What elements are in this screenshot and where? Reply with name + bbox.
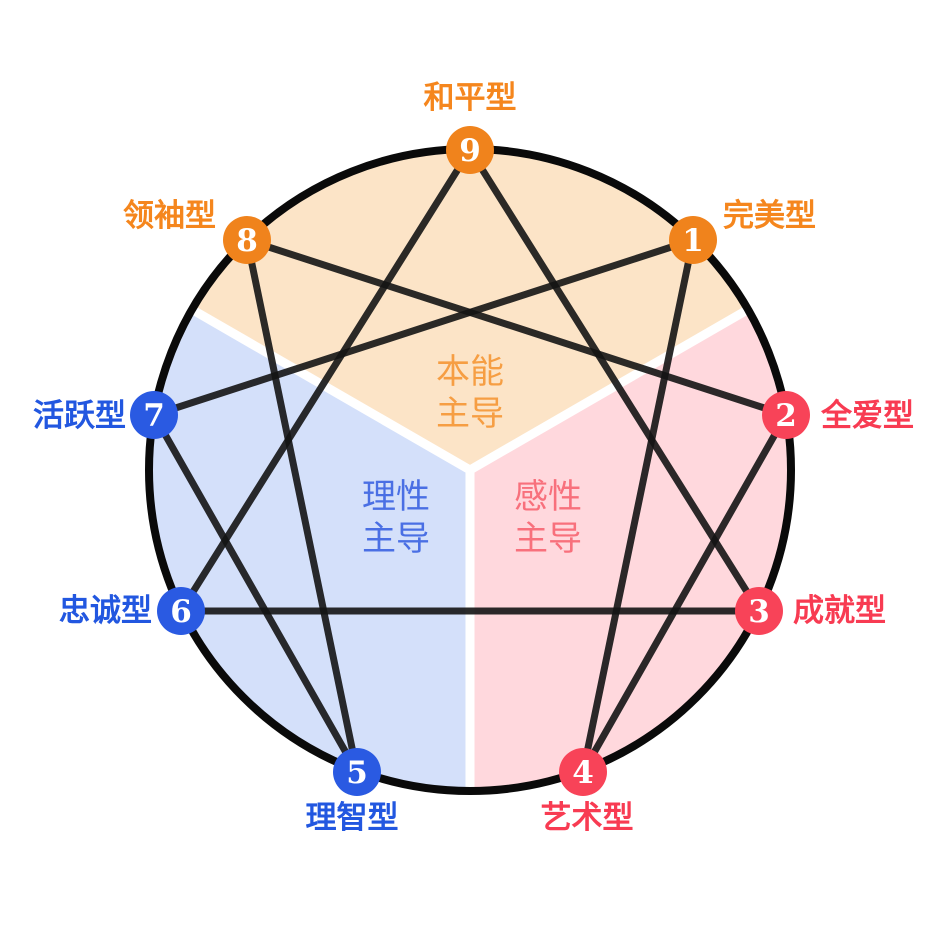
line-2-8 [243,236,790,419]
divider-left [192,307,473,474]
sector-instinct-line2: 主导 [436,395,504,433]
node-6-label: 忠诚型 [59,593,152,628]
sector-label-instinct: 本能 主导 [436,353,504,433]
node-6-number: 6 [170,594,192,630]
node-4-circle [559,748,607,796]
node-6-circle [157,587,205,635]
line-7-1 [150,236,697,419]
sector-thinking-line1: 理性 [362,478,430,516]
node-4-number: 4 [572,755,594,791]
node-8-circle [223,216,271,264]
node-9-number: 9 [459,133,481,169]
node-2-number: 2 [775,398,797,434]
sector-labels: 本能 主导 理性 主导 感性 主导 [362,353,582,558]
node-labels: 和平型 完美型 领袖型 全爱型 成就型 艺术型 理智型 忠诚型 活跃型 [33,80,914,835]
line-1-4 [579,236,697,776]
node-1-number: 1 [682,223,704,259]
node-4-label: 艺术型 [541,800,634,835]
red-labels: 全爱型 成就型 艺术型 [541,398,915,835]
node-5-circle [333,748,381,796]
node-8-label: 领袖型 [123,198,216,233]
orange-labels: 和平型 完美型 领袖型 [123,80,816,233]
node-3-label: 成就型 [793,593,886,628]
sector-instinct-line1: 本能 [436,353,504,391]
orange-nodes [223,126,717,264]
node-5-number: 5 [346,755,368,791]
node-9-label: 和平型 [424,80,517,115]
line-8-5 [243,236,361,776]
node-3-number: 3 [748,594,770,630]
connection-lines [150,146,790,776]
node-8-number: 8 [236,223,258,259]
blue-nodes [130,391,381,796]
node-3-circle [735,587,783,635]
node-1-circle [669,216,717,264]
line-5-7 [150,411,361,776]
sector-thinking-line2: 主导 [362,520,430,558]
sector-dividers [192,307,748,788]
red-nodes [559,391,810,796]
node-9-circle [446,126,494,174]
sector-label-feeling: 感性 主导 [514,478,582,558]
sector-feeling-line1: 感性 [514,478,582,516]
node-circles [130,126,810,796]
node-2-label: 全爱型 [820,398,914,433]
node-7-number: 7 [143,398,165,434]
line-4-2 [579,411,790,776]
line-9-3 [466,146,763,615]
sector-feeling-line2: 主导 [514,520,582,558]
node-numbers: 9 1 2 3 4 5 6 7 8 [143,133,797,791]
line-6-9 [177,146,474,615]
node-1-label: 完美型 [723,198,816,233]
sector-label-thinking: 理性 主导 [362,478,430,558]
blue-labels: 理智型 忠诚型 活跃型 [33,398,399,835]
node-5-label: 理智型 [306,800,399,835]
node-7-label: 活跃型 [33,398,126,433]
divider-right [467,307,748,474]
node-2-circle [762,391,810,439]
node-7-circle [130,391,178,439]
